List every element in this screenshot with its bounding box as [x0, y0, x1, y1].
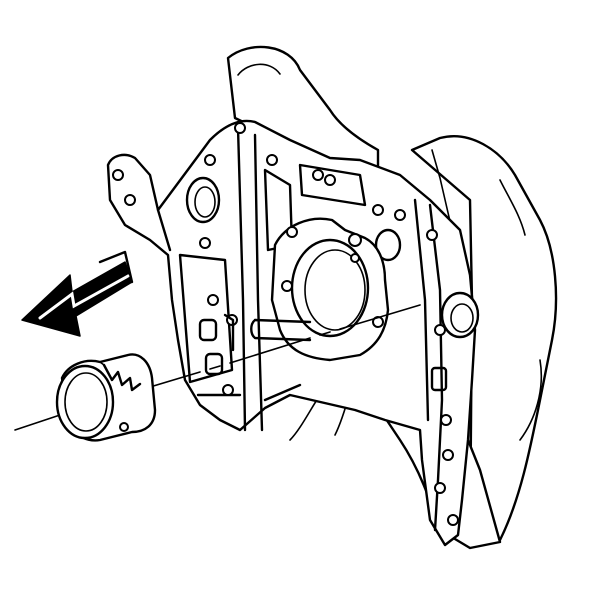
- removal-direction-arrow: [21, 250, 134, 337]
- camshaft-bore-gasket: [270, 217, 390, 362]
- arrow-left-icon: [21, 261, 133, 337]
- camshaft-bearing: [55, 353, 157, 442]
- camshaft-stub: [250, 318, 312, 342]
